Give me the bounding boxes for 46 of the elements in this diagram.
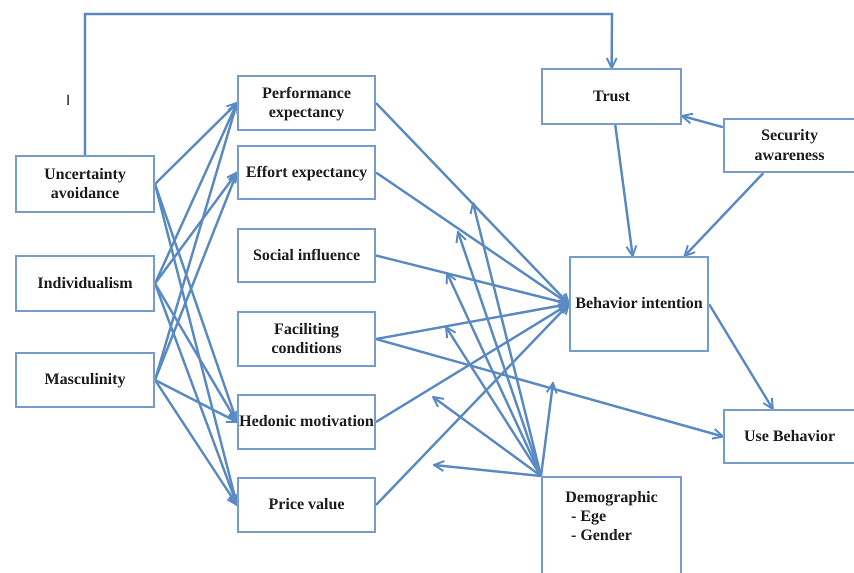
node-label: Uncertainty avoidance [43,164,127,204]
node-label: Use Behavior [744,426,836,446]
process-box [237,311,376,367]
process-box [15,155,155,213]
node-label: Faciliting conditions [270,320,343,358]
node-label: Social influence [252,246,360,266]
process-box [541,476,682,573]
node-label: Price value [268,495,344,515]
process-box [15,255,155,312]
node-label: Security awareness [754,126,826,165]
arrow [376,338,724,440]
node-label: Hedonic motivation [239,412,374,432]
arrow [684,172,764,257]
arrow [681,112,724,128]
process-box [237,75,376,131]
arrow [154,172,239,380]
process-box [541,68,682,125]
node-label: Behavior intention [575,294,703,314]
node-label: Masculinity [44,370,126,390]
list-item: - Gender [571,526,632,546]
arrow [433,460,542,478]
arrow [154,378,238,424]
node-label: Effort expectancy [246,162,368,182]
process-box [723,409,854,464]
arrow [154,379,238,506]
node-label: Demographic [565,488,658,508]
arrow [375,171,570,306]
arrow [154,102,238,185]
process-box [237,477,376,533]
arrow [708,303,774,410]
arrow [154,172,238,284]
process-box [237,394,376,450]
node-label: Trust [592,86,630,106]
arrow [375,302,570,424]
arrow [614,124,638,257]
process-box [569,256,709,352]
arrow [84,12,618,155]
process-box [15,352,155,408]
list-item: - Ege [571,507,606,526]
arrow [540,382,558,476]
process-box [237,228,376,283]
process-box [723,118,854,173]
note-text: I [66,92,70,109]
process-box [237,145,376,200]
node-label: Individualism [37,274,133,294]
node-label: Performance expectancy [261,84,352,122]
